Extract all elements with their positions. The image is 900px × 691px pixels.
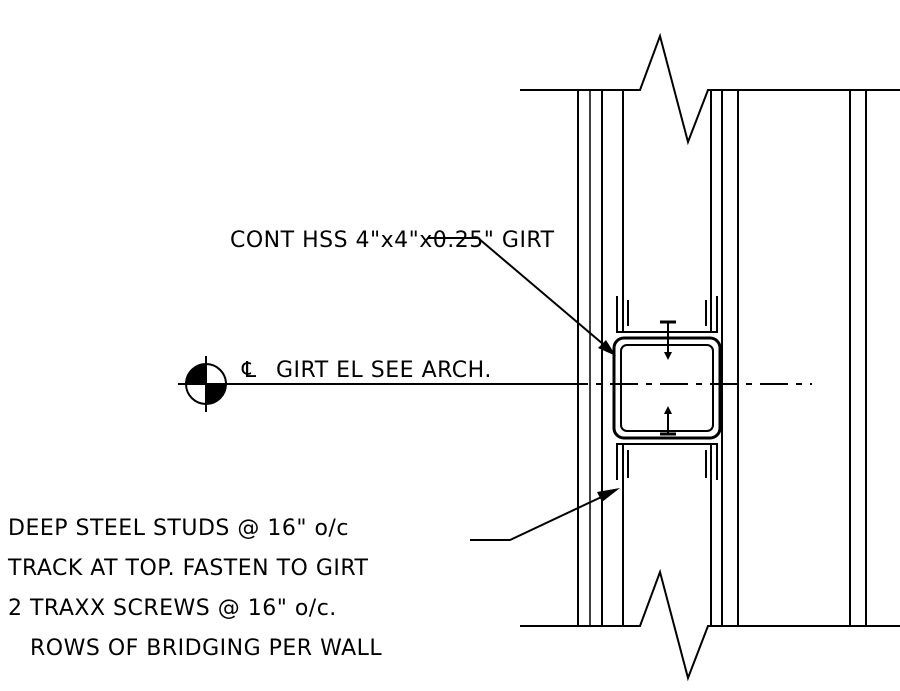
stud-flanges [622, 90, 712, 626]
wall-left-layers [577, 90, 603, 626]
studs-note-line4: ROWS OF BRIDGING PER WALL [30, 636, 382, 661]
girt-leader [428, 237, 616, 356]
wall-right-layers [721, 90, 867, 626]
screw-top [660, 320, 676, 360]
centerline-symbol: ℄ [241, 358, 257, 383]
screw-bottom [660, 406, 676, 436]
lower-stud-track [616, 443, 718, 480]
bottom-break-line [520, 568, 900, 682]
studs-note-line1: DEEP STEEL STUDS @ 16" o/c [8, 516, 349, 541]
studs-note-line2: TRACK AT TOP. FASTEN TO GIRT [7, 556, 369, 581]
studs-note-line3: 2 TRAXX SCREWS @ 16" o/c. [8, 596, 337, 621]
centerline-note: GIRT EL SEE ARCH. [276, 358, 492, 383]
top-break-line [520, 32, 900, 146]
studs-leader [470, 488, 620, 541]
elevation-target-icon [178, 356, 234, 412]
girt-note: CONT HSS 4"x4"x0.25" GIRT [230, 228, 555, 253]
